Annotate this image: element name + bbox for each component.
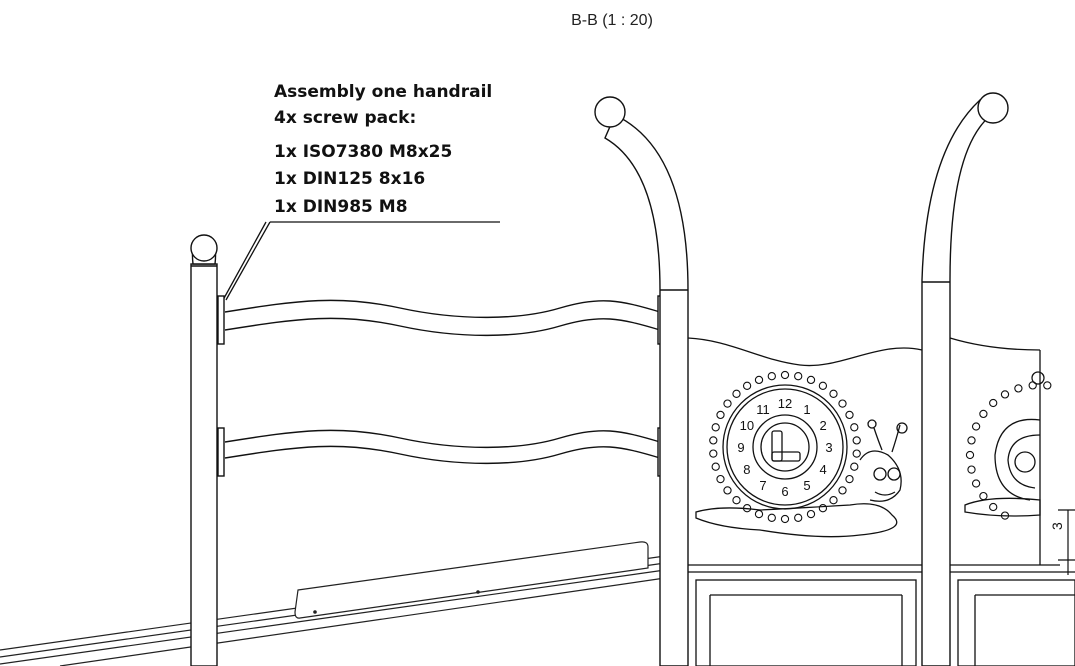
ramp <box>0 541 666 666</box>
clock-dot <box>780 370 790 380</box>
clock-dot <box>838 486 847 495</box>
clock-dot <box>723 399 732 408</box>
panel-dot <box>1043 381 1052 390</box>
clock-dot <box>723 486 732 495</box>
panel-dot <box>989 398 998 408</box>
clock-number: 10 <box>740 418 754 433</box>
assembly-annotation: Assembly one handrail 4x screw pack: 1x … <box>274 82 492 217</box>
clock-number: 12 <box>778 396 792 411</box>
clock-dot <box>794 372 803 381</box>
clock-dot <box>709 449 718 458</box>
annotation-line-2: 4x screw pack: <box>274 108 416 128</box>
leader-line <box>222 221 500 301</box>
clock-number: 9 <box>737 440 744 455</box>
handrail-lower <box>217 427 665 477</box>
annotation-line-4: 1x DIN125 8x16 <box>274 169 425 189</box>
dimension-label: 3 <box>1049 522 1065 530</box>
dot-ring-right <box>965 381 1052 520</box>
clock-dot <box>845 410 854 420</box>
annotation-line-1: Assembly one handrail <box>274 82 492 102</box>
snail-clock-panel <box>687 337 923 666</box>
clock-dot <box>838 399 847 408</box>
clock-dot <box>780 514 790 524</box>
clock-dot <box>716 474 725 484</box>
handrail-upper <box>217 295 665 345</box>
panel-dot <box>967 436 976 445</box>
panel-dot <box>1000 390 1010 399</box>
clock-dot <box>711 423 720 432</box>
clock-dot <box>829 389 838 398</box>
clock-number: 8 <box>743 462 750 477</box>
clock-dot <box>829 496 838 505</box>
clock-dot <box>754 509 764 519</box>
clock-dot <box>742 381 752 390</box>
left-post <box>190 234 218 666</box>
clock-number: 2 <box>819 418 826 433</box>
clock-dot <box>732 389 741 398</box>
right-post <box>921 92 1009 666</box>
clock-number: 3 <box>825 440 832 455</box>
clock-dot <box>794 513 803 522</box>
panel-dot <box>965 450 975 460</box>
panel-dot <box>1000 511 1010 520</box>
clock-dot <box>806 509 816 519</box>
clock-dot <box>806 375 816 385</box>
clock-dot <box>709 436 718 445</box>
clock-dot <box>850 423 859 432</box>
snail-panel-right <box>949 337 1075 666</box>
clock-dot <box>850 462 859 471</box>
middle-post <box>594 96 689 666</box>
clock-dot <box>711 462 720 471</box>
clock-dot <box>852 449 861 458</box>
clock-dot <box>754 375 764 385</box>
panel-dot <box>971 479 981 488</box>
annotation-line-5: 1x DIN985 M8 <box>274 197 408 217</box>
annotation-line-3: 1x ISO7380 M8x25 <box>274 142 452 162</box>
clock-dot <box>852 436 861 445</box>
clock-dot <box>767 513 776 522</box>
section-title: B-B (1 : 20) <box>571 12 653 29</box>
clock-number: 1 <box>803 402 810 417</box>
clock-number: 4 <box>819 462 826 477</box>
clock-dot <box>818 381 828 390</box>
clock-number: 5 <box>803 478 810 493</box>
panel-dot <box>989 502 998 512</box>
clock-dot <box>767 372 776 381</box>
clock-dot <box>845 474 854 484</box>
clock-number: 6 <box>781 484 788 499</box>
clock-dot <box>732 496 741 505</box>
dimension-marker <box>1058 509 1075 575</box>
clock-dot <box>818 504 828 513</box>
panel-dot <box>1014 384 1023 393</box>
panel-dot <box>979 409 988 419</box>
clock-number: 7 <box>759 478 766 493</box>
dot-ring <box>709 370 861 524</box>
panel-dot <box>979 491 988 501</box>
panel-dot <box>967 465 976 474</box>
panel-dot <box>971 422 981 431</box>
clock-dot <box>716 410 725 420</box>
clock-number: 11 <box>756 402 770 417</box>
panel-dot <box>1028 381 1037 390</box>
